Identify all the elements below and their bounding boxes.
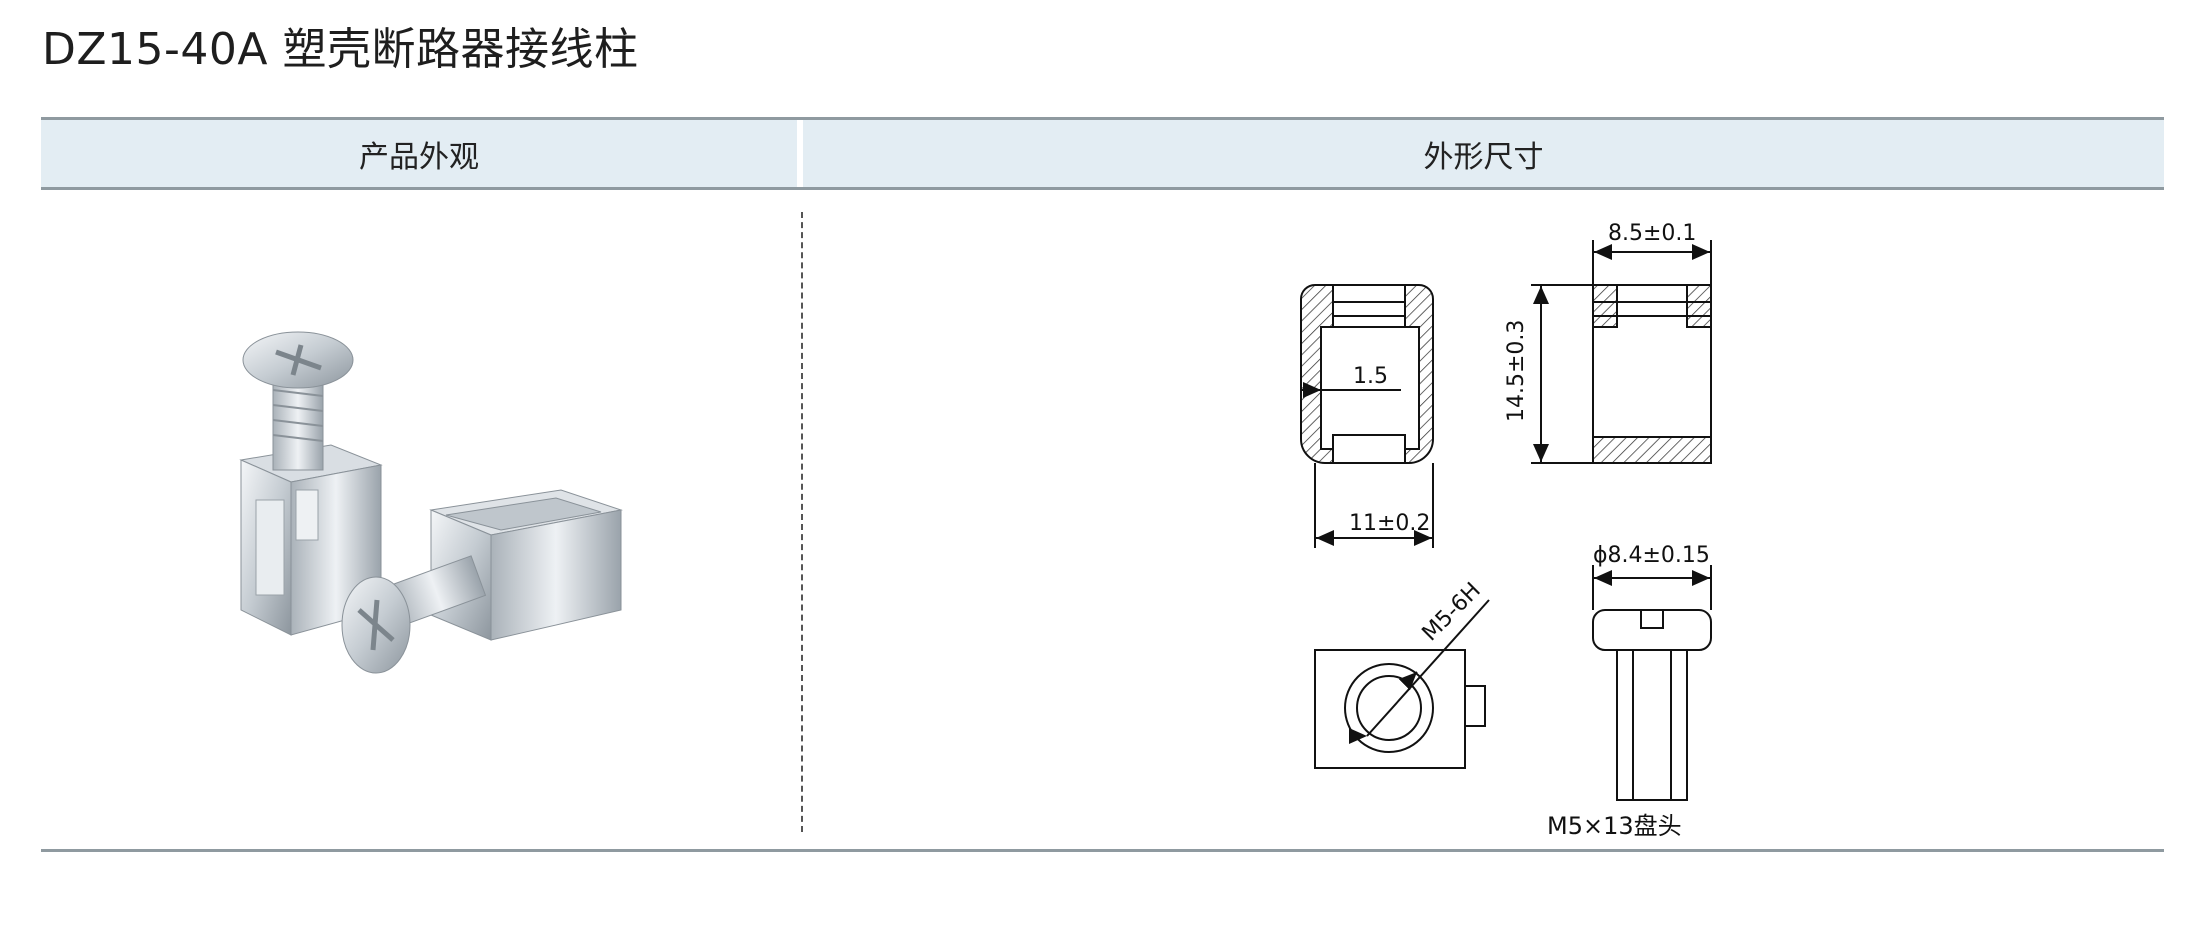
product-photo bbox=[239, 331, 623, 674]
dim-top-width: 8.5±0.1 bbox=[1608, 221, 1696, 246]
dim-outer-width: 11±0.2 bbox=[1349, 511, 1430, 536]
spec-table: 产品外观 外形尺寸 bbox=[41, 117, 2164, 853]
front-section-view bbox=[1300, 284, 1434, 464]
dim-height: 14.5±0.3 bbox=[1504, 320, 1529, 422]
table-header-row: 产品外观 外形尺寸 bbox=[41, 117, 2164, 190]
header-appearance: 产品外观 bbox=[41, 120, 797, 187]
terminal-right bbox=[341, 489, 623, 674]
table-bottom-rule bbox=[41, 849, 2164, 852]
top-view bbox=[1314, 599, 1490, 769]
dimension-drawing: 8.5±0.1 14.5±0.3 1.5 11±0.2 ϕ8.4±0.15 M5… bbox=[1300, 221, 1712, 801]
dim-thread: M5-6H bbox=[1418, 578, 1486, 646]
screw-caption: M5×13盘头 bbox=[1547, 812, 1682, 840]
side-view bbox=[1531, 240, 1712, 464]
screw-view bbox=[1592, 565, 1712, 801]
header-dimensions: 外形尺寸 bbox=[803, 120, 2164, 187]
table-body-row: 8.5±0.1 14.5±0.3 1.5 11±0.2 ϕ8.4±0.15 M5… bbox=[41, 190, 2164, 853]
page-title: DZ15-40A 塑壳断路器接线柱 bbox=[42, 24, 639, 75]
column-divider bbox=[801, 212, 803, 832]
dim-wall-thickness: 1.5 bbox=[1353, 364, 1388, 389]
dim-screw-diameter: ϕ8.4±0.15 bbox=[1593, 543, 1710, 568]
